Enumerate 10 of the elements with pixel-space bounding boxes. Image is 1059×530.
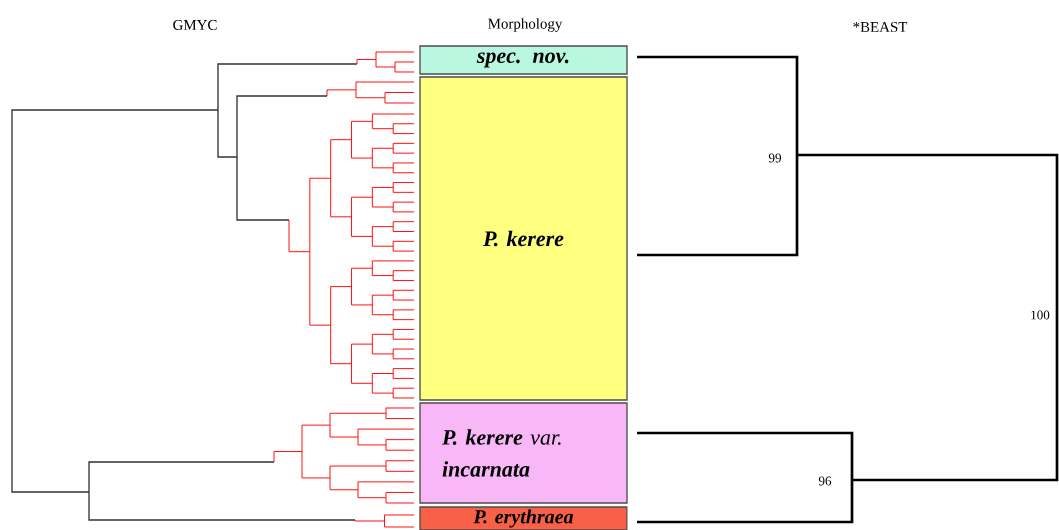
taxon-box: spec. nov. bbox=[419, 45, 628, 75]
column-heading: GMYC bbox=[173, 19, 217, 30]
taxon-box: P. kerere bbox=[419, 76, 628, 401]
column-heading: Morphology bbox=[488, 18, 563, 32]
column-heading: *BEAST bbox=[853, 21, 908, 32]
taxon-box: P. kerere var. incarnata bbox=[419, 402, 628, 504]
support-value: 100 bbox=[1031, 310, 1050, 320]
taxon-box: P. erythraea bbox=[419, 506, 628, 530]
support-value: 99 bbox=[768, 153, 781, 163]
support-value: 96 bbox=[818, 476, 832, 486]
